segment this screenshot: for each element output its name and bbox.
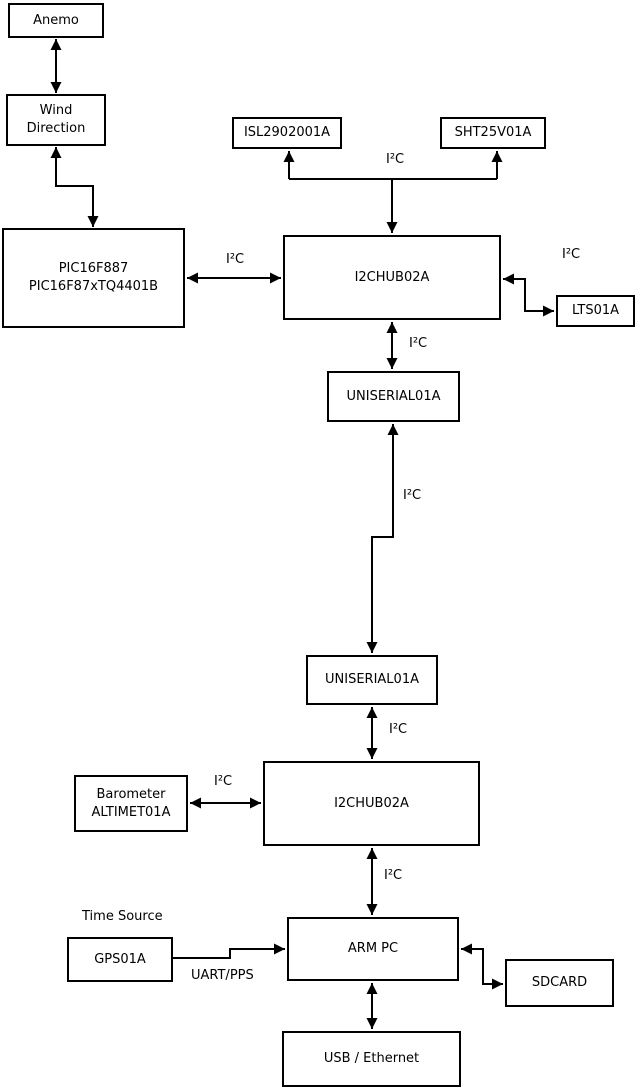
label-time-source: Time Source bbox=[82, 909, 163, 924]
node-wind-direction-label: Wind Direction bbox=[26, 103, 86, 136]
edge-label-i2c-pic-hub: I²C bbox=[226, 252, 245, 267]
node-usb-ethernet-label: USB / Ethernet bbox=[323, 1051, 420, 1067]
node-i2chub02a-top: I2CHUB02A bbox=[283, 235, 501, 320]
node-uniserial01a-bottom-label: UNISERIAL01A bbox=[325, 672, 419, 688]
node-uniserial01a-top: UNISERIAL01A bbox=[327, 371, 460, 422]
node-gps01a: GPS01A bbox=[67, 937, 173, 982]
node-usb-ethernet: USB / Ethernet bbox=[282, 1031, 461, 1087]
node-anemo: Anemo bbox=[8, 3, 104, 38]
node-i2chub02a-bottom: I2CHUB02A bbox=[263, 761, 480, 846]
node-lts01a: LTS01A bbox=[556, 295, 635, 327]
node-lts01a-label: LTS01A bbox=[571, 303, 620, 319]
node-sdcard-label: SDCARD bbox=[531, 975, 588, 991]
edge-label-i2c-uniserial-hub-bottom: I²C bbox=[389, 722, 408, 737]
node-sdcard: SDCARD bbox=[505, 959, 614, 1007]
edge-label-i2c-barometer: I²C bbox=[214, 774, 233, 789]
edge-label-i2c-hub-arm: I²C bbox=[384, 868, 403, 883]
edge-label-i2c-split: I²C bbox=[386, 152, 405, 167]
node-anemo-label: Anemo bbox=[33, 12, 79, 28]
node-sht25v01a-label: SHT25V01A bbox=[454, 125, 532, 141]
node-arm-pc-label: ARM PC bbox=[347, 941, 399, 957]
edge-label-uart-pps: UART/PPS bbox=[191, 968, 254, 983]
edge-label-i2c-uniserial-link: I²C bbox=[403, 488, 422, 503]
node-sht25v01a: SHT25V01A bbox=[440, 117, 546, 149]
node-barometer-altimet01a: Barometer ALTIMET01A bbox=[74, 775, 188, 832]
connector-uniserial-top-uniserial-bottom bbox=[366, 424, 399, 653]
connector-wind-pic bbox=[50, 147, 99, 227]
node-wind-direction: Wind Direction bbox=[6, 94, 106, 146]
connector-gps-armpc bbox=[173, 943, 285, 959]
node-isl2902001a: ISL2902001A bbox=[232, 117, 342, 149]
edge-label-i2c-lts: I²C bbox=[562, 247, 581, 262]
node-i2chub02a-bottom-label: I2CHUB02A bbox=[334, 795, 409, 811]
node-pic16f887: PIC16F887 PIC16F87xTQ4401B bbox=[2, 228, 185, 328]
connector-hub-top-lts bbox=[503, 273, 554, 317]
node-gps01a-label: GPS01A bbox=[94, 951, 146, 967]
node-isl2902001a-label: ISL2902001A bbox=[243, 125, 331, 141]
node-i2chub02a-top-label: I2CHUB02A bbox=[354, 269, 430, 285]
edge-label-i2c-hub-uniserial-top: I²C bbox=[409, 336, 428, 351]
node-uniserial01a-top-label: UNISERIAL01A bbox=[346, 388, 441, 404]
node-arm-pc: ARM PC bbox=[287, 917, 459, 981]
node-barometer-altimet01a-label: Barometer ALTIMET01A bbox=[91, 786, 171, 820]
node-pic16f887-label: PIC16F887 PIC16F87xTQ4401B bbox=[28, 261, 159, 294]
node-uniserial01a-bottom: UNISERIAL01A bbox=[306, 655, 438, 705]
connector-armpc-sdcard bbox=[461, 943, 503, 990]
